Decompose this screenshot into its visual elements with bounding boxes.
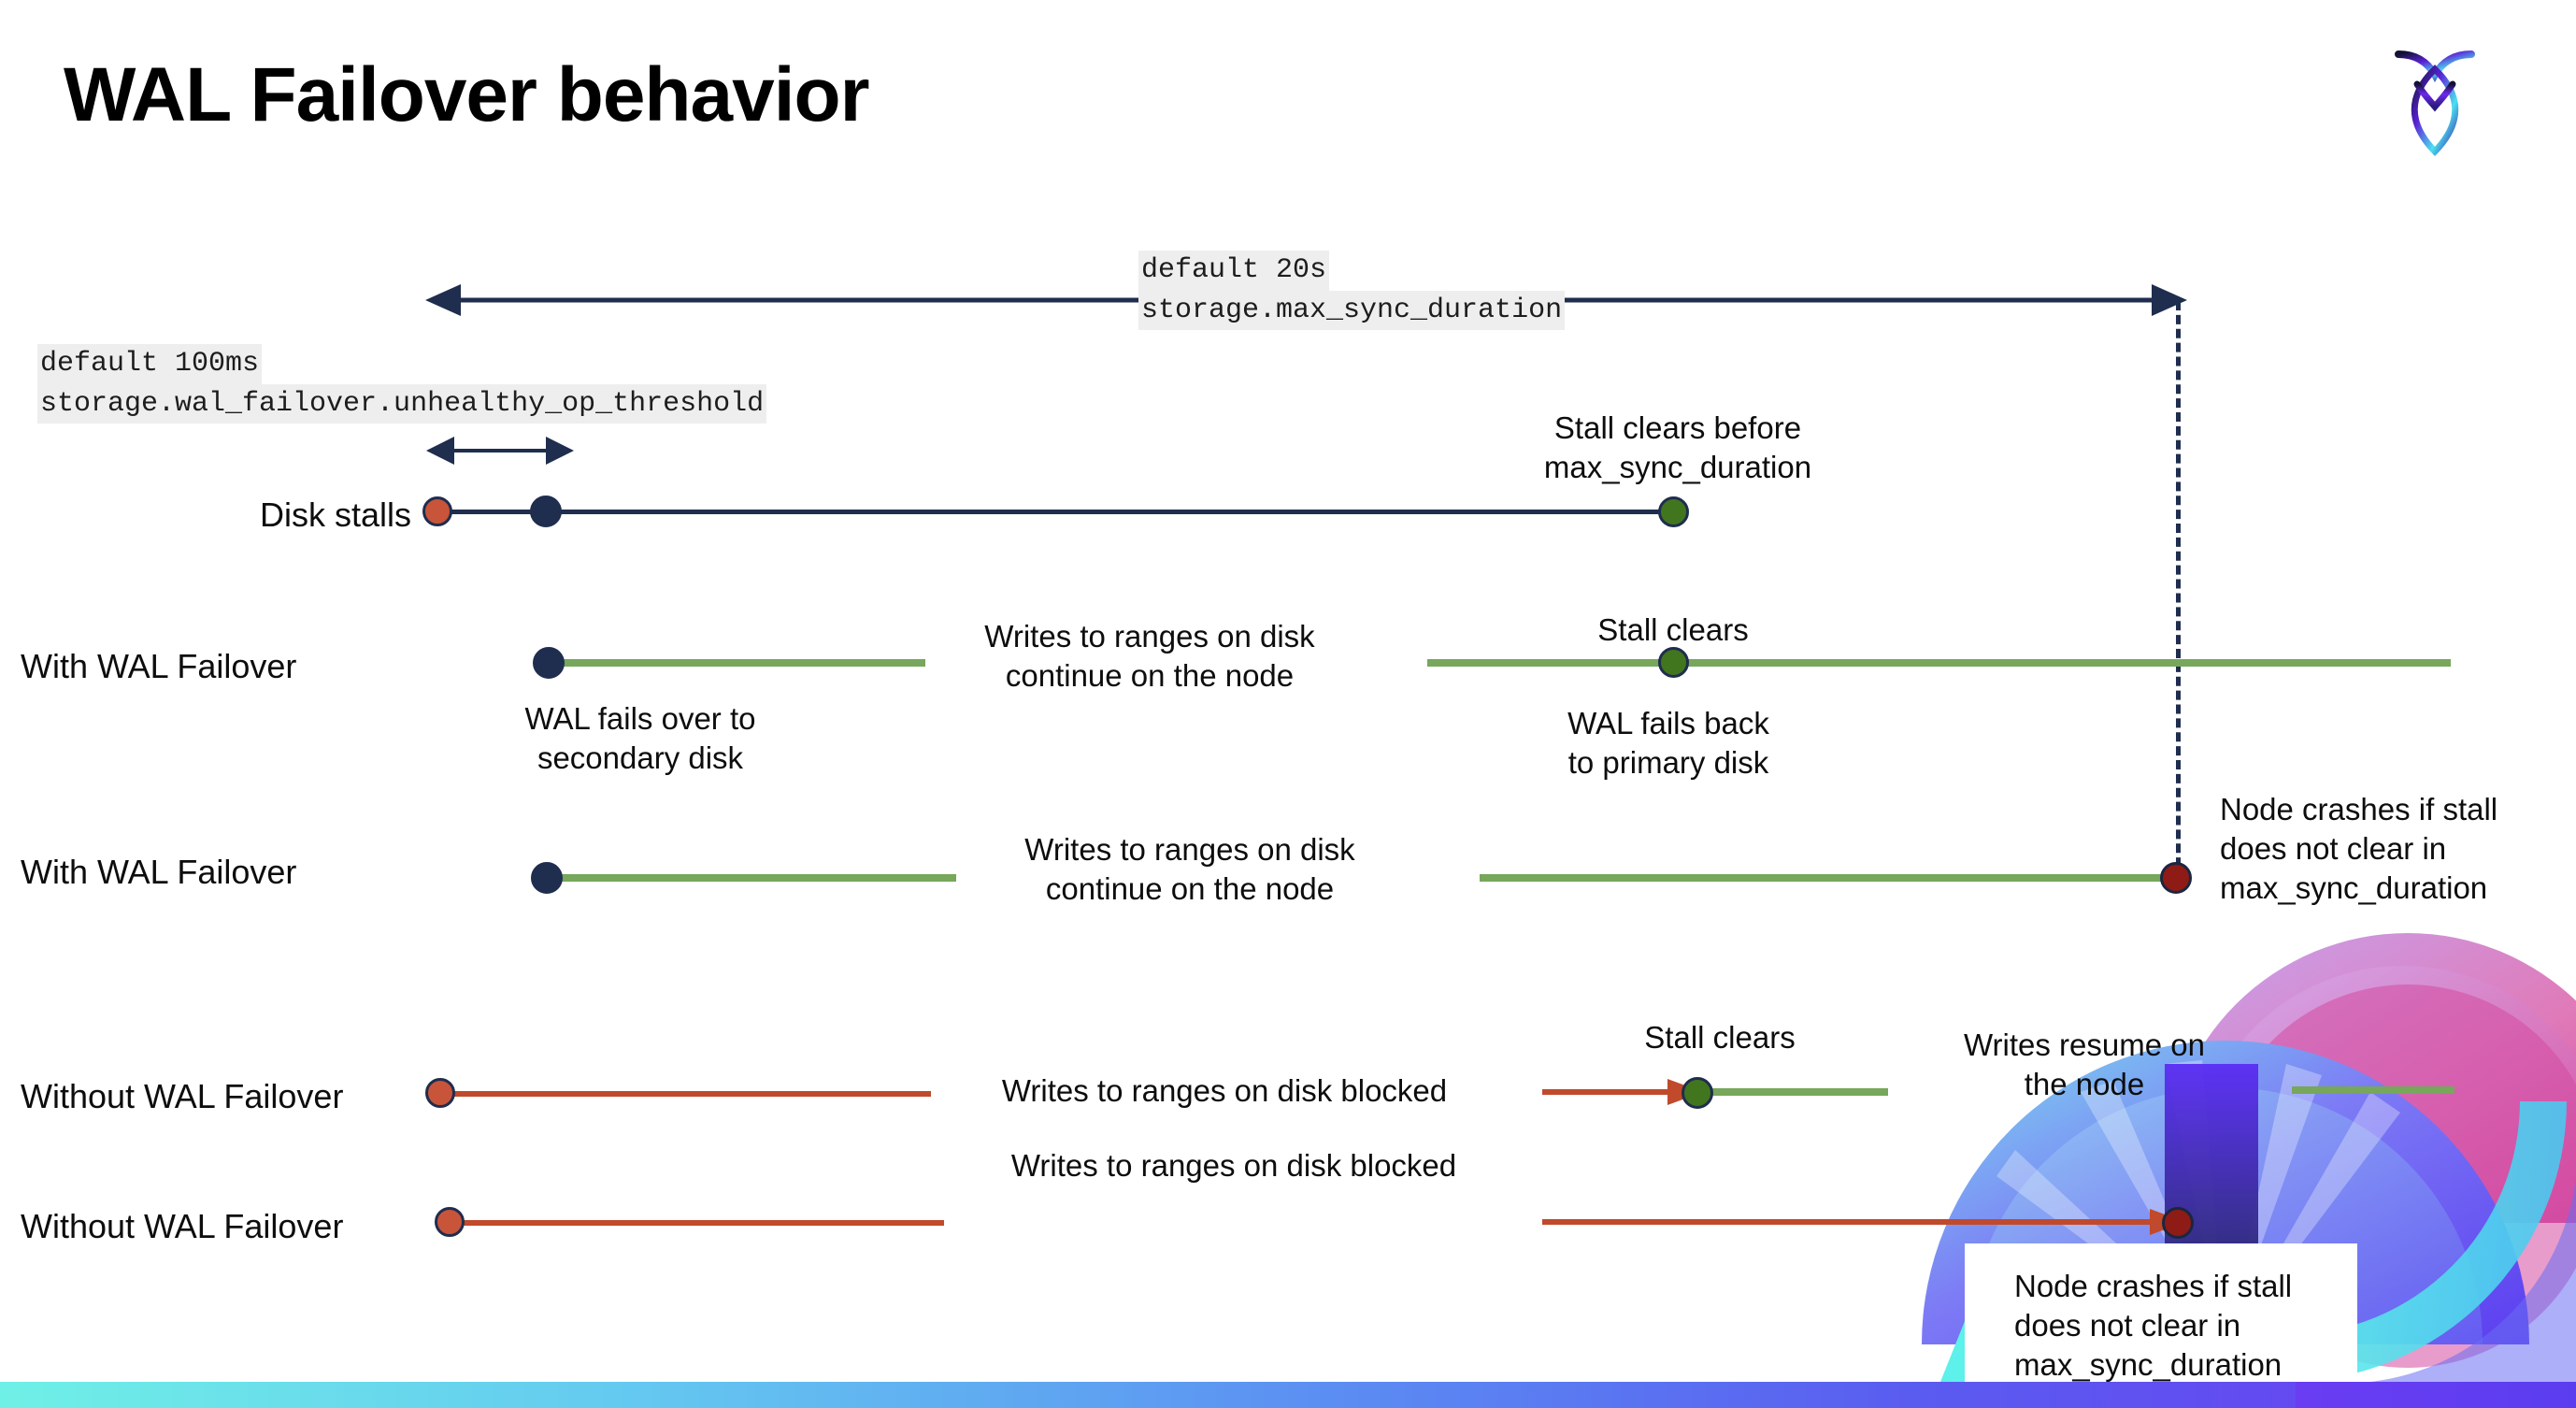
unhealthy-op-threshold-annotation: default 100ms storage.wal_failover.unhea… — [37, 344, 767, 424]
without-wal-1-resume-segment-far — [2292, 1086, 2454, 1094]
without-wal-2-blocked-arrow — [1542, 1209, 2185, 1235]
bottom-gradient-bar-right — [2296, 1382, 2576, 1408]
row-label-with-wal-failover-2: With WAL Failover — [21, 853, 297, 891]
wal-failover-1-segment-right — [1427, 659, 2451, 667]
note-writes-continue-1: Writes to ranges on disk continue on the… — [984, 619, 1315, 694]
max-sync-default-label: default 20s — [1138, 251, 1330, 291]
without-wal-2-crash-marker — [2162, 1207, 2194, 1239]
note-writes-blocked-1: Writes to ranges on disk blocked — [1001, 1073, 1448, 1108]
note-stall-clears-2: Stall clears — [1644, 1020, 1796, 1055]
note-wal-fails-back: WAL fails back to primary disk — [1567, 706, 1769, 781]
unhealthy-op-default-label: default 100ms — [37, 344, 263, 384]
note-backdrop-row3 — [2211, 767, 2576, 907]
wal-failover-1-clear-marker — [1658, 647, 1689, 678]
note-writes-blocked-2: Writes to ranges on disk blocked — [1010, 1148, 1457, 1183]
note-node-crashes-1: Node crashes if stall does not clear in … — [2220, 792, 2498, 906]
disk-stalls-clear-marker — [1658, 496, 1689, 527]
without-wal-1-resume-segment — [1701, 1088, 1888, 1096]
without-wal-2-start-marker — [435, 1207, 465, 1237]
unhealthy-op-setting-label: storage.wal_failover.unhealthy_op_thresh… — [37, 383, 767, 424]
wal-failover-2-segment-right — [1480, 874, 2179, 882]
note-stall-clears-before-max-sync: Stall clears before max_sync_duration — [1543, 410, 1812, 485]
without-wal-1-blocked-arrow — [1542, 1079, 1703, 1105]
without-wal-1-start-marker — [425, 1078, 455, 1108]
row-label-disk-stalls: Disk stalls — [259, 496, 411, 534]
without-wal-1-clear-marker — [1682, 1077, 1713, 1109]
max-sync-duration-guide-line — [2176, 301, 2181, 881]
note-stall-clears-1: Stall clears — [1597, 612, 1749, 647]
disk-stalls-timeline — [437, 510, 1676, 514]
disk-stalls-start-marker — [422, 496, 452, 526]
note-writes-resume: Writes resume on the node — [1964, 1027, 2205, 1102]
wal-failover-1-segment-left — [550, 659, 925, 667]
note-wal-fails-over: WAL fails over to secondary disk — [524, 701, 756, 776]
bottom-gradient-bar — [0, 1382, 2576, 1408]
page-title: WAL Failover behavior — [64, 52, 870, 137]
max-sync-duration-annotation: default 20s storage.max_sync_duration — [1138, 251, 1566, 331]
wal-failover-2-segment-left — [550, 874, 956, 882]
without-wal-1-blocked-segment — [447, 1091, 931, 1097]
without-wal-2-blocked-segment — [456, 1220, 944, 1226]
note-backdrop-bottom — [1965, 1243, 2357, 1407]
row-label-with-wal-failover-1: With WAL Failover — [21, 647, 297, 685]
wal-failover-1-failover-marker — [533, 647, 565, 679]
wal-failover-2-failover-marker — [531, 862, 563, 894]
note-node-crashes-2: Node crashes if stall does not clear in … — [2014, 1269, 2293, 1383]
wal-failover-2-crash-marker — [2160, 862, 2192, 894]
unhealthy-op-threshold-span-arrow — [426, 437, 574, 465]
disk-stalls-threshold-marker — [530, 496, 562, 527]
max-sync-setting-label: storage.max_sync_duration — [1138, 290, 1566, 331]
row-label-without-wal-failover-1: Without WAL Failover — [21, 1077, 344, 1115]
cockroachdb-logo-icon — [2383, 37, 2486, 164]
note-writes-continue-2: Writes to ranges on disk continue on the… — [1024, 832, 1355, 907]
row-label-without-wal-failover-2: Without WAL Failover — [21, 1207, 344, 1245]
